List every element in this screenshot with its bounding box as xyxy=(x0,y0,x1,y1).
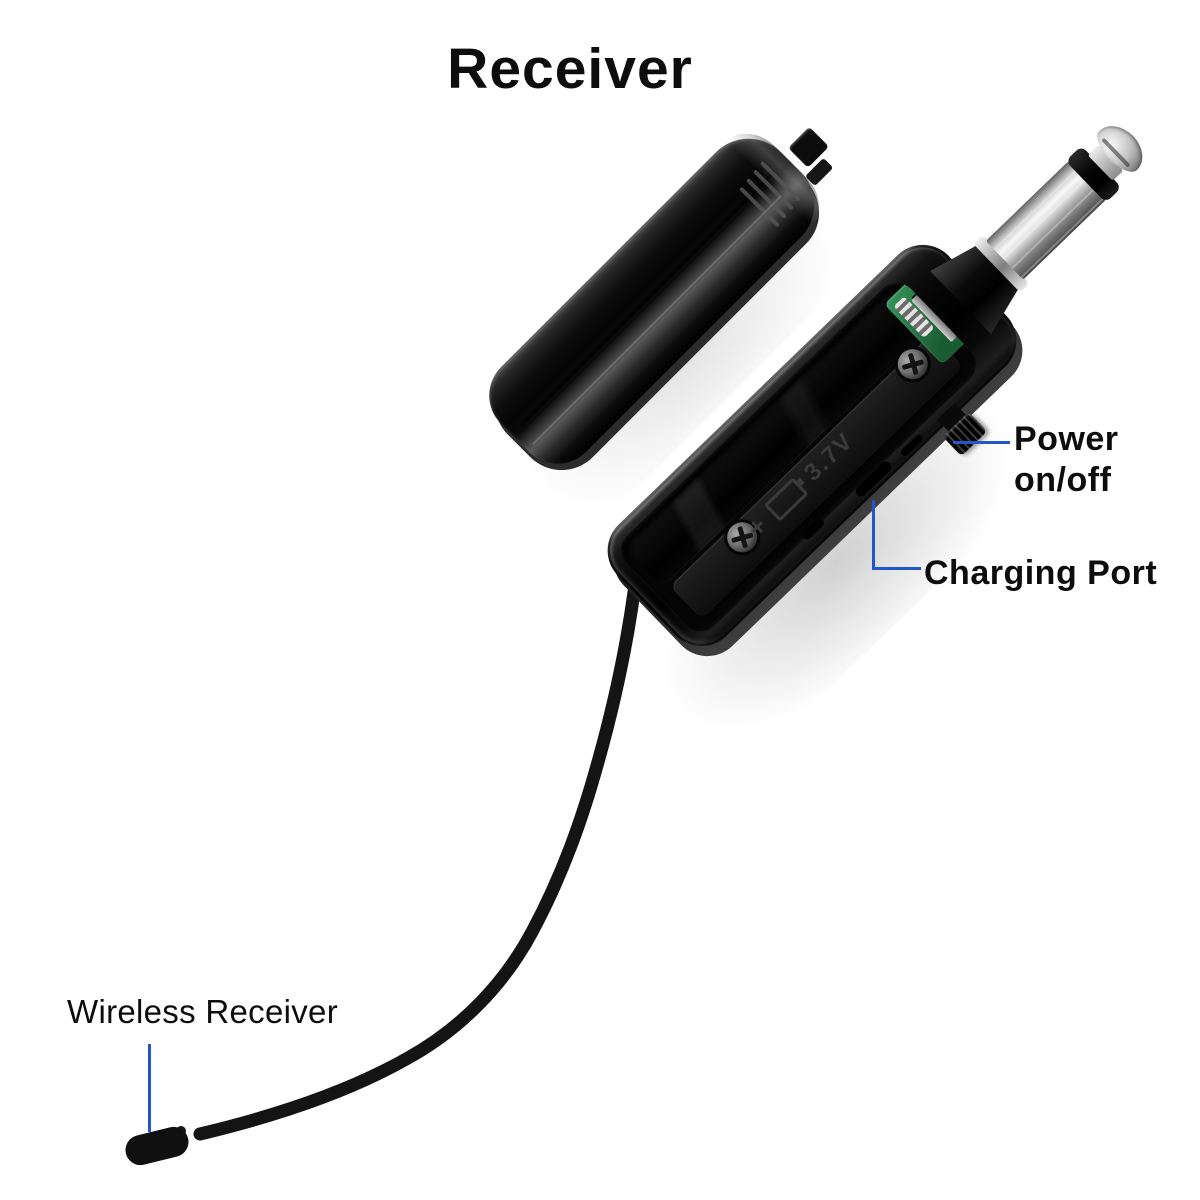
antenna-tip xyxy=(125,1126,189,1166)
wireless-callout-line xyxy=(148,1044,151,1132)
charging-callout-line-vertical xyxy=(872,500,875,570)
power-onoff-label: Power on/off xyxy=(1014,419,1119,501)
charging-callout-line-horizontal xyxy=(872,567,921,570)
power-label-line2: on/off xyxy=(1014,461,1112,499)
page-title: Receiver xyxy=(447,37,693,101)
power-label-line1: Power xyxy=(1014,420,1119,458)
wireless-receiver-label: Wireless Receiver xyxy=(67,993,338,1030)
charging-port-label: Charging Port xyxy=(924,554,1158,592)
antenna-wire xyxy=(193,585,641,1141)
power-callout-line xyxy=(953,441,1010,444)
